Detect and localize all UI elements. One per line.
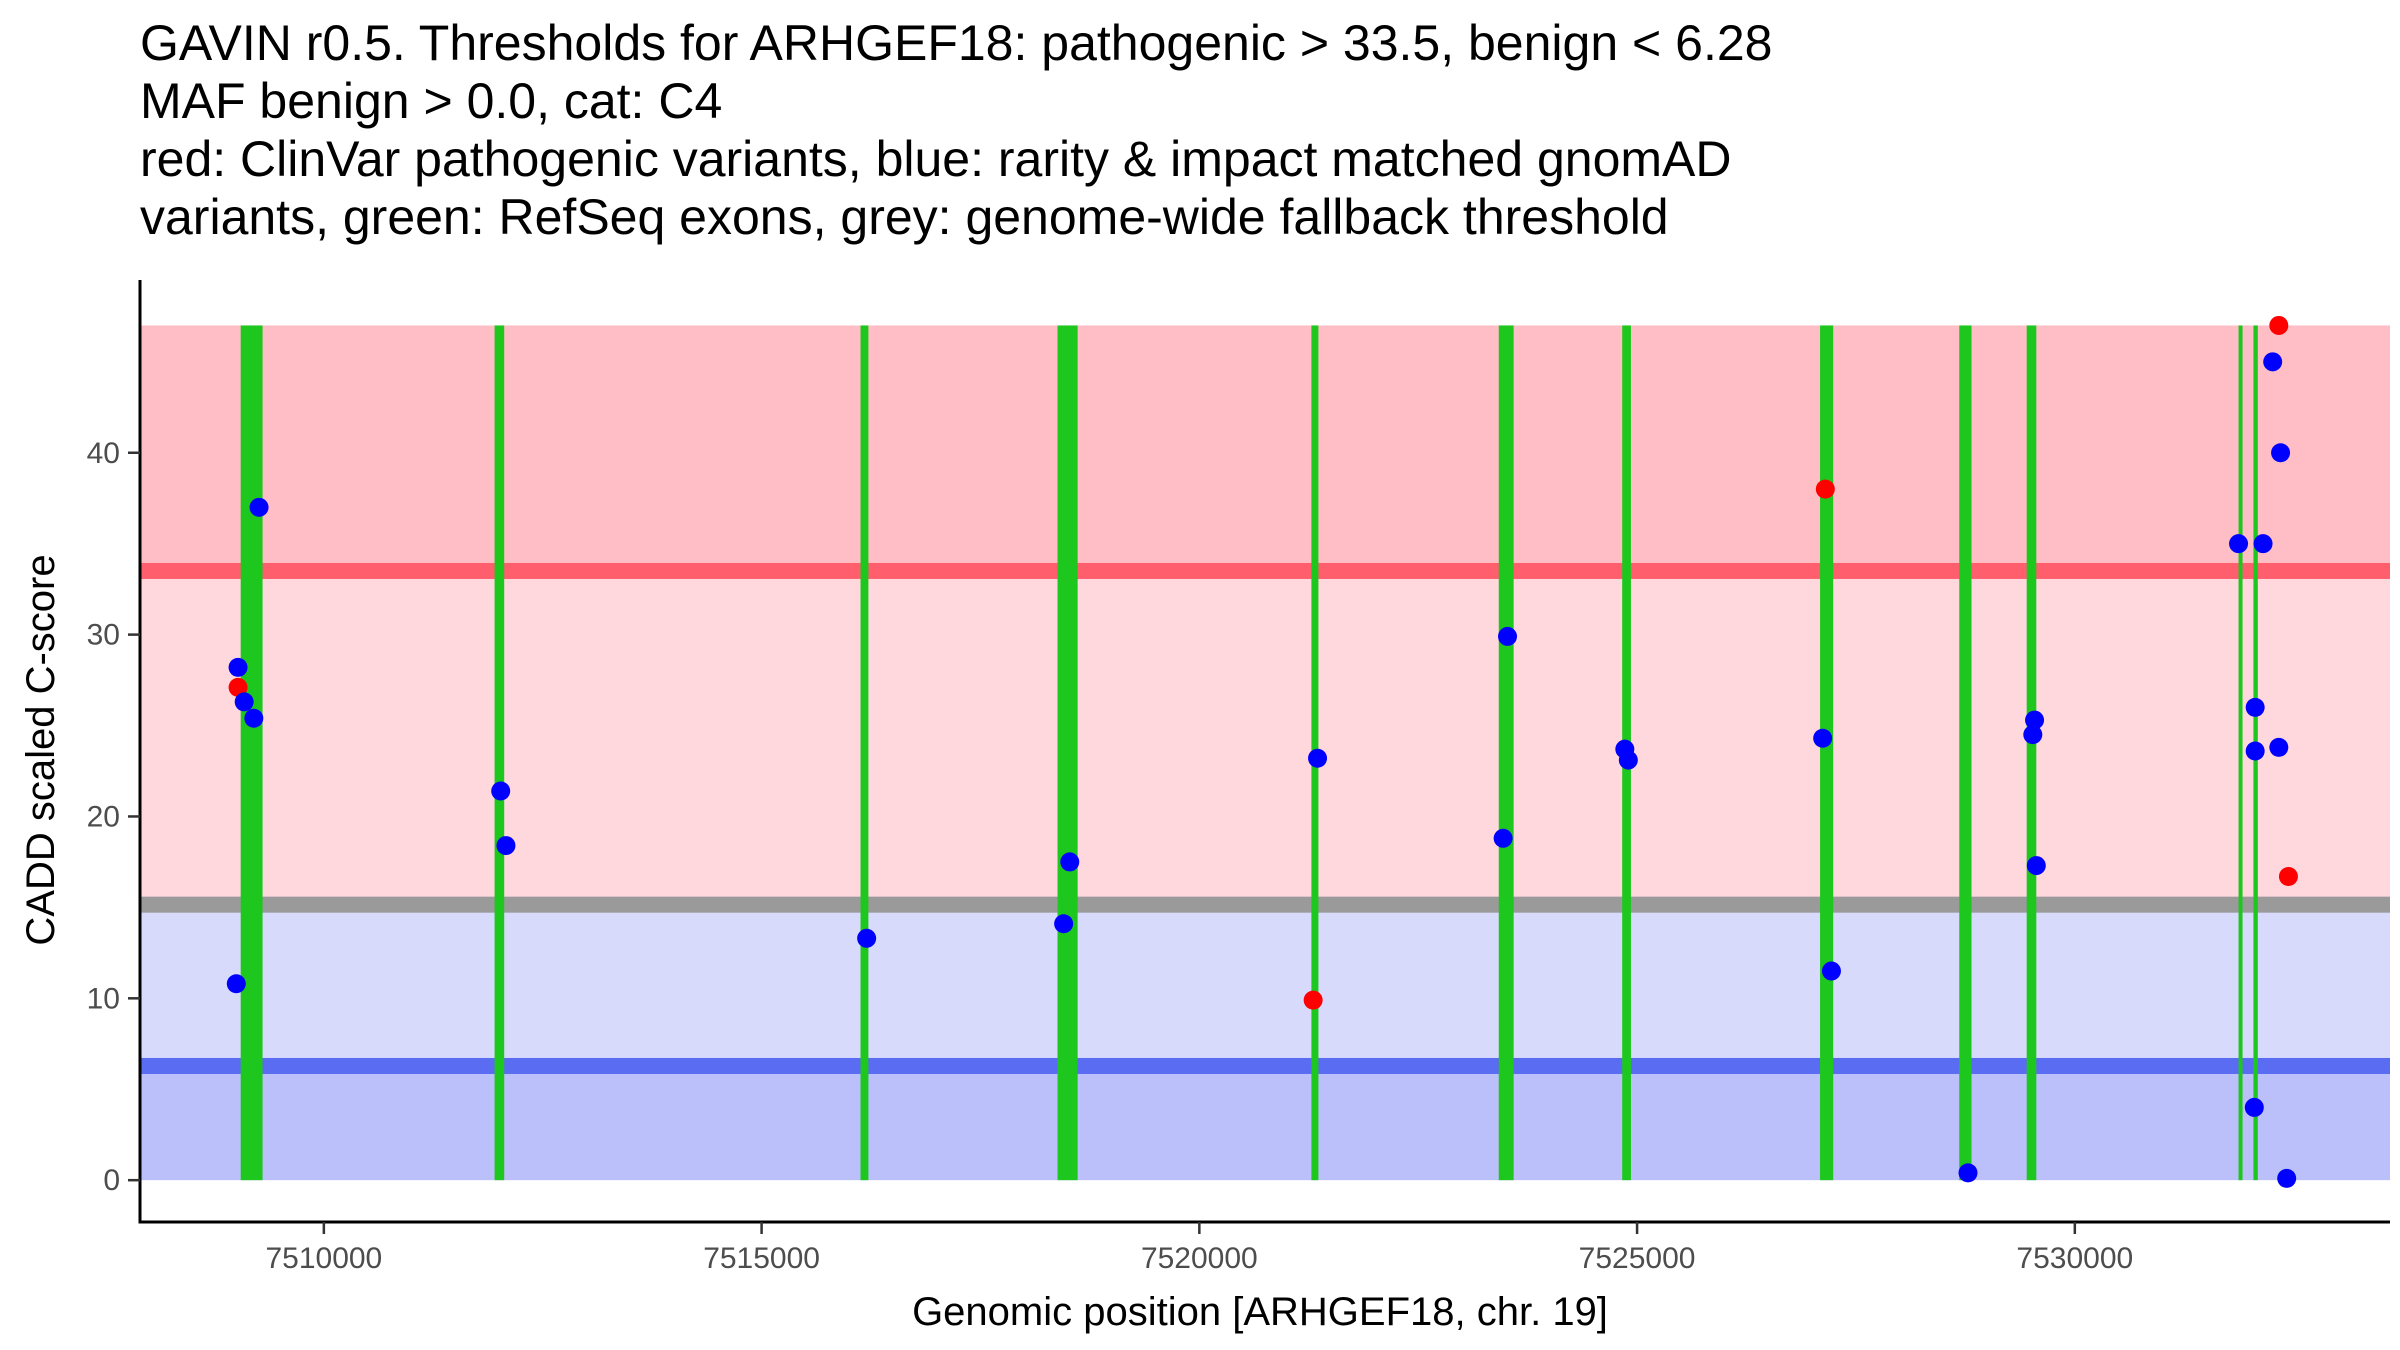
y-tick-label: 20 [87, 800, 120, 833]
exon-bar [2026, 325, 2037, 1181]
gnomad-point [1498, 626, 1518, 646]
exon-bar [1959, 325, 1972, 1181]
gnomad-point [1060, 852, 1080, 872]
exon-bar [1057, 325, 1078, 1181]
x-tick-label: 7520000 [1141, 1242, 1258, 1275]
gnomad-point [226, 974, 246, 994]
region-benign [140, 1065, 2390, 1181]
gnomad-point [491, 781, 511, 801]
gnomad-point [2253, 534, 2273, 554]
gnomad-point [2229, 534, 2249, 554]
y-axis-label: CADD scaled C-score [19, 554, 63, 945]
threshold-regions [140, 325, 2390, 1181]
region-pathogenic [140, 325, 2390, 571]
pathogenic-point [2269, 315, 2289, 335]
threshold-line-3 [140, 1057, 2390, 1074]
exon-bar [1498, 325, 1514, 1181]
threshold-line-2 [140, 896, 2390, 913]
chart-title-line-4: variants, green: RefSeq exons, grey: gen… [140, 189, 1669, 245]
chart-title: GAVIN r0.5. Thresholds for ARHGEF18: pat… [140, 14, 2380, 246]
gnomad-point [2244, 1097, 2264, 1117]
pathogenic-point [1815, 479, 1835, 499]
gnomad-point [2271, 443, 2291, 463]
y-tick-label: 30 [87, 619, 120, 652]
chart-title-line-3: red: ClinVar pathogenic variants, blue: … [140, 131, 1732, 187]
exon-bar [494, 325, 505, 1181]
exon-bar [860, 325, 869, 1181]
gnomad-point [2245, 741, 2265, 761]
gnomad-point [1308, 748, 1328, 768]
y-tick-label: 0 [103, 1164, 120, 1197]
exon-bar [240, 325, 263, 1181]
gnomad-point [1493, 828, 1513, 848]
gnomad-point [2263, 352, 2283, 372]
x-axis-label: Genomic position [ARHGEF18, chr. 19] [912, 1290, 1608, 1334]
gnomad-point [1813, 728, 1833, 748]
x-tick-label: 7530000 [2016, 1242, 2133, 1275]
gnomad-point [1821, 961, 1841, 981]
gnomad-point [2277, 1168, 2297, 1188]
exon-bar [1820, 325, 1834, 1181]
x-tick-label: 7525000 [1579, 1242, 1696, 1275]
chart-title-line-2: MAF benign > 0.0, cat: C4 [140, 73, 723, 129]
gnomad-point [2269, 737, 2289, 757]
gnomad-point [1618, 750, 1638, 770]
exon-bar [2238, 325, 2243, 1181]
gnomad-point [244, 708, 264, 728]
pathogenic-point [1303, 990, 1323, 1010]
gnomad-point [2245, 697, 2265, 717]
chart-title-line-1: GAVIN r0.5. Thresholds for ARHGEF18: pat… [140, 15, 1773, 71]
gnomad-point [1054, 914, 1074, 934]
pathogenic-point [2278, 866, 2298, 886]
gnomad-point [496, 836, 516, 856]
gnomad-point [2025, 710, 2045, 730]
gnomad-point [2026, 856, 2046, 876]
region-grey-zone [140, 570, 2390, 905]
y-tick-label: 40 [87, 437, 120, 470]
gnomad-point [857, 928, 877, 948]
gnomad-point [1958, 1163, 1978, 1183]
x-tick-label: 7510000 [265, 1242, 382, 1275]
gnomad-point [234, 692, 254, 712]
gnomad-point [2023, 725, 2043, 745]
region-fallback-to-benign [140, 904, 2390, 1066]
gnomad-point [228, 657, 248, 677]
x-tick-label: 7515000 [703, 1242, 820, 1275]
threshold-line-1 [140, 562, 2390, 579]
gnomad-point [249, 497, 269, 517]
y-tick-label: 10 [87, 982, 120, 1015]
data-points [226, 315, 2298, 1188]
axes: 7510000 7515000 7520000 7525000 7530000 0 10 20… [87, 280, 2390, 1275]
pathogenic-point [228, 677, 248, 697]
